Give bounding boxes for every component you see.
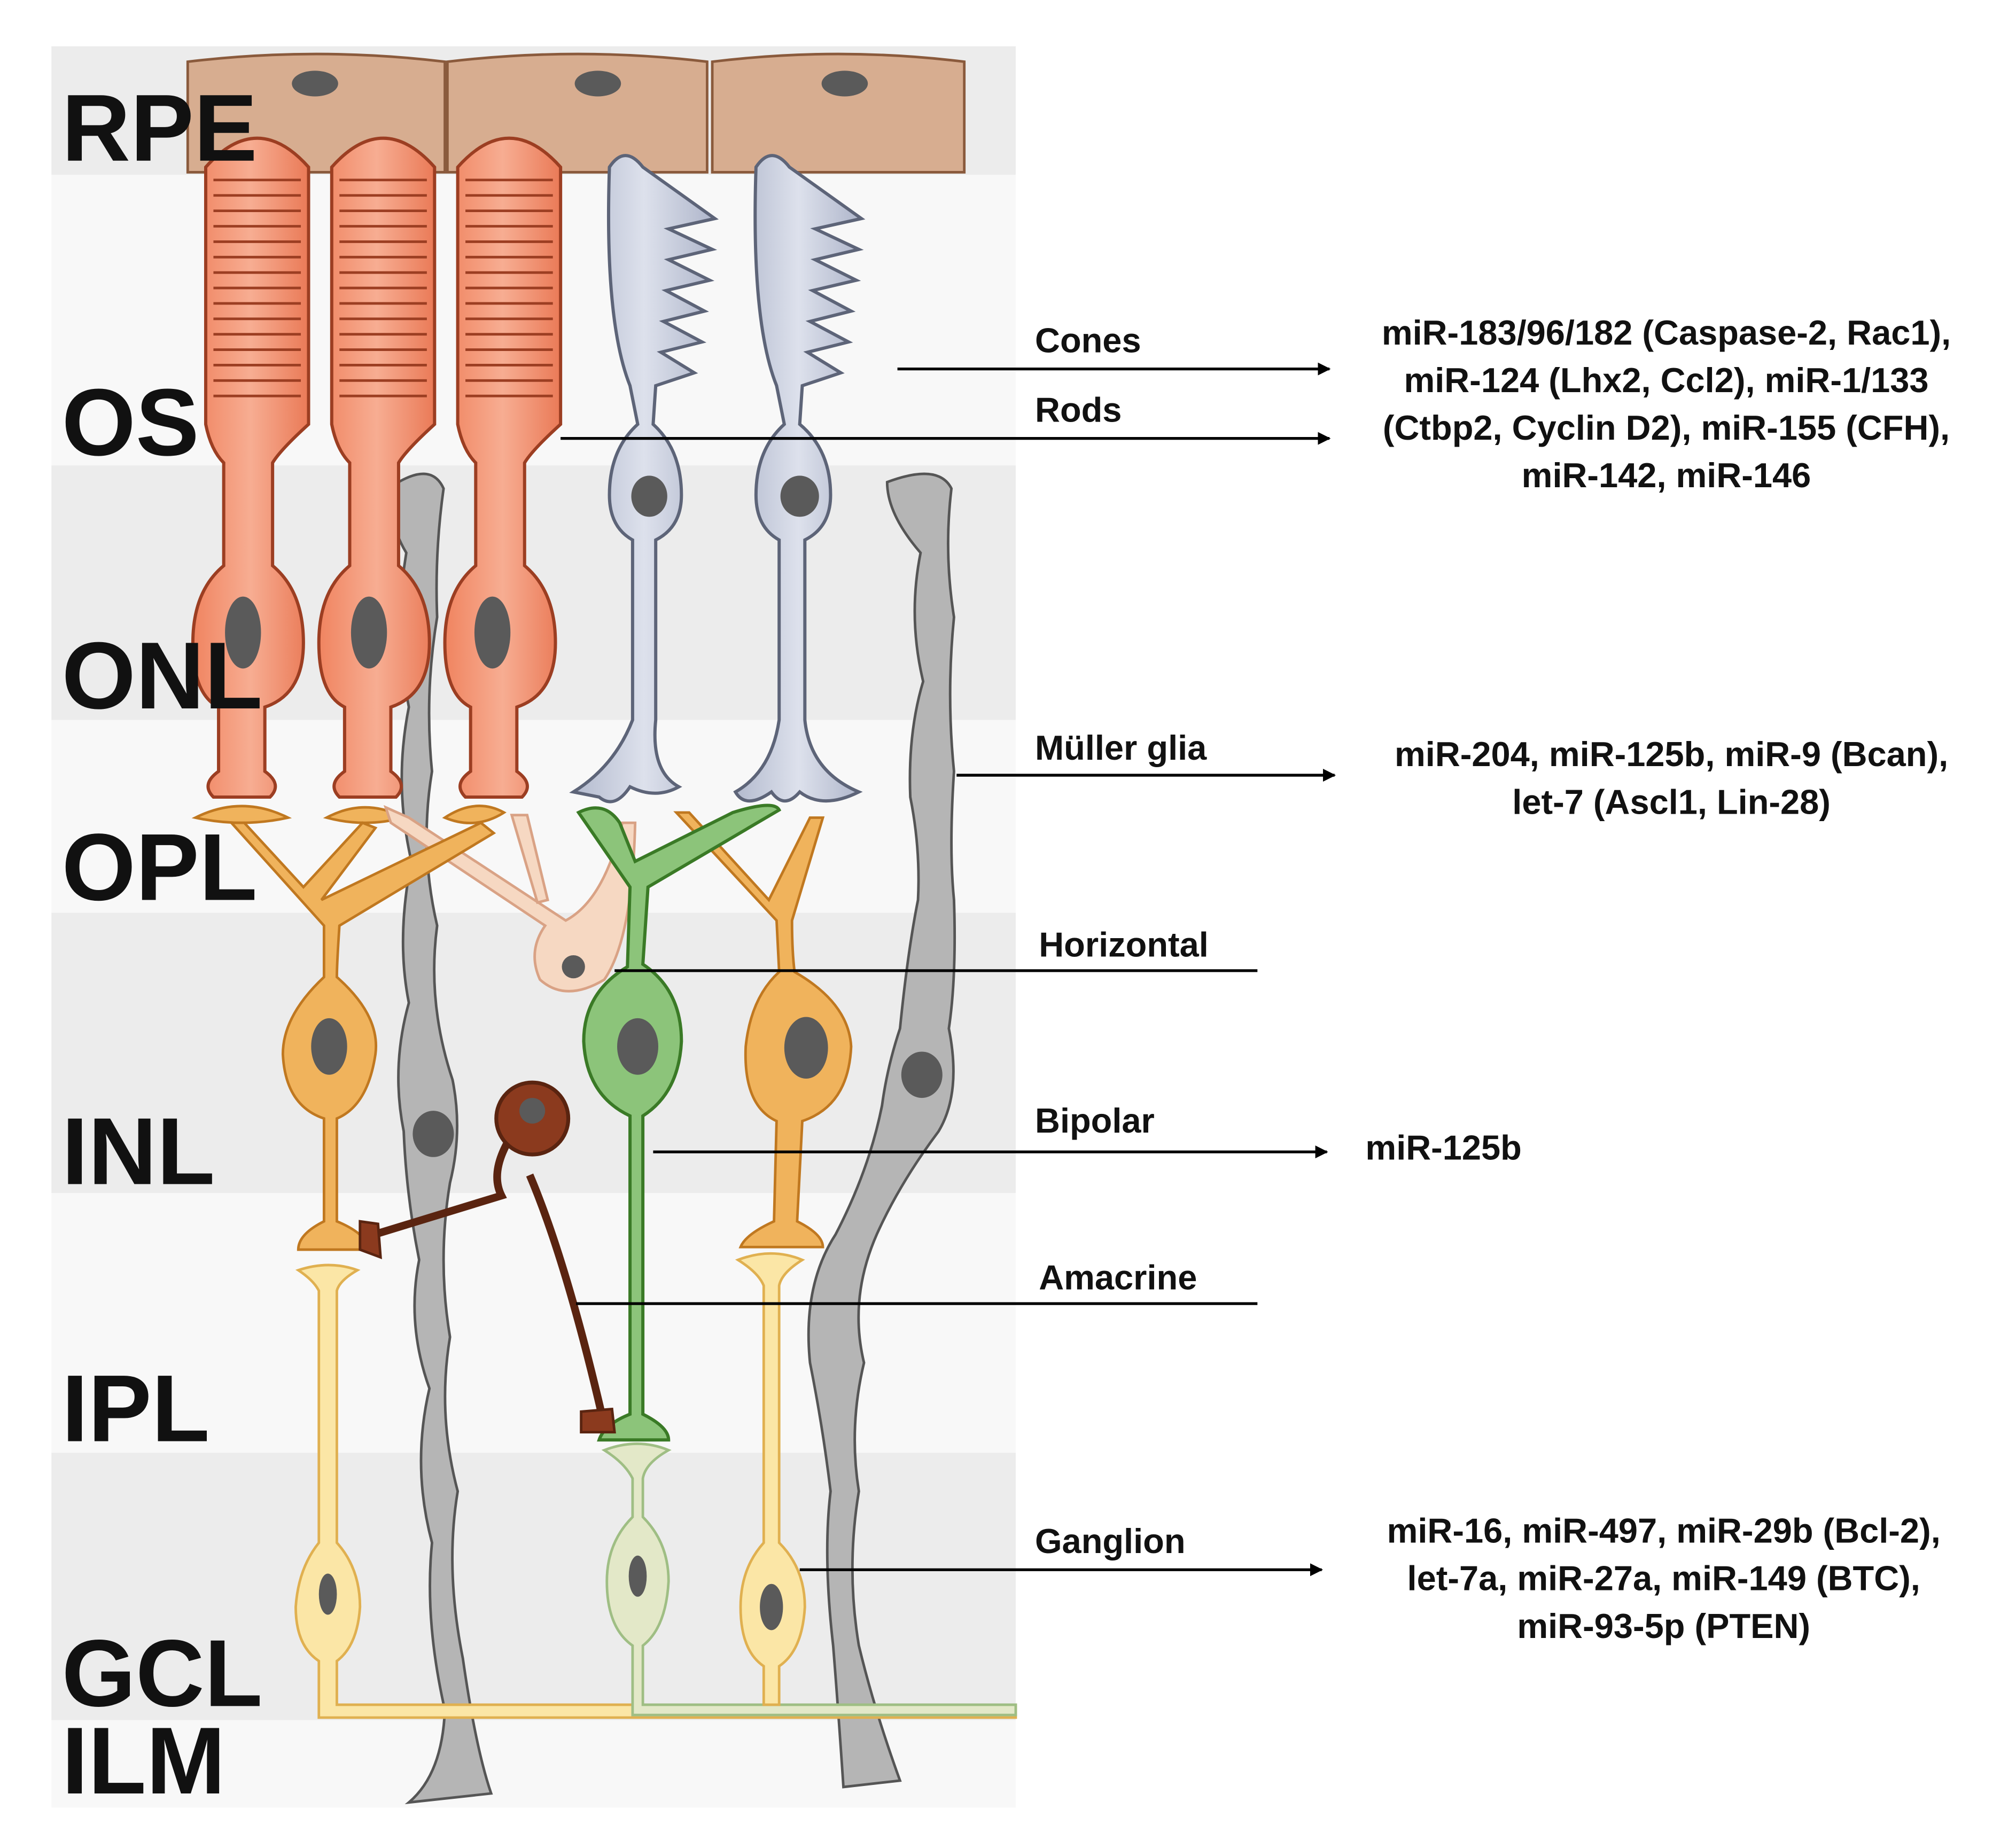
- layer-label-os: OS: [62, 369, 199, 475]
- mirna-photoreceptor-line: miR-142, miR-146: [1522, 456, 1811, 495]
- layer-label-inl: INL: [62, 1098, 215, 1204]
- label-ganglion: Ganglion: [1035, 1522, 1186, 1561]
- rod-cells: [191, 136, 563, 824]
- mirna-muller-line: miR-204, miR-125b, miR-9 (Bcan),: [1395, 735, 1948, 774]
- mirna-muller-line: let-7 (Ascl1, Lin-28): [1512, 782, 1831, 821]
- cone-cell-1: [569, 154, 719, 804]
- amacrine-cell: [359, 1080, 616, 1434]
- mirna-photoreceptor-line: (Ctbp2, Cyclin D2), miR-155 (CFH),: [1383, 408, 1950, 447]
- mirna-photoreceptor: miR-183/96/182 (Caspase-2, Rac1), miR-12…: [1382, 313, 1951, 495]
- label-bipolar: Bipolar: [1035, 1101, 1155, 1140]
- layer-label-ipl: IPL: [62, 1355, 210, 1462]
- layer-labels: RPE OS ONL OPL INL IPL GCL ILM: [62, 75, 263, 1814]
- mirna-ganglion: miR-16, miR-497, miR-29b (Bcl-2), let-7a…: [1387, 1511, 1941, 1645]
- mirna-ganglion-line: let-7a, miR-27a, miR-149 (BTC),: [1407, 1559, 1920, 1598]
- bipolar-cell-green: [576, 804, 782, 1442]
- label-amacrine: Amacrine: [1039, 1258, 1197, 1297]
- label-rods: Rods: [1035, 390, 1122, 429]
- mirna-photoreceptor-line: miR-183/96/182 (Caspase-2, Rac1),: [1382, 313, 1951, 352]
- rod-cell-2: [317, 136, 437, 799]
- label-cones: Cones: [1035, 321, 1141, 360]
- label-horizontal: Horizontal: [1039, 925, 1209, 964]
- layer-label-onl: ONL: [62, 622, 263, 729]
- ganglion-cell-left: [294, 1263, 1017, 1719]
- layer-label-ilm: ILM: [62, 1707, 226, 1814]
- rpe-cells: [186, 52, 966, 174]
- ganglion-cells: [294, 1252, 1017, 1719]
- rod-cell-3: [443, 136, 563, 799]
- mirna-bipolar: miR-125b: [1365, 1128, 1521, 1167]
- mirna-ganglion-line: miR-93-5p (PTEN): [1517, 1606, 1810, 1645]
- mirna-photoreceptor-line: miR-124 (Lhx2, Ccl2), miR-1/133: [1404, 361, 1928, 400]
- mirna-bipolar-line: miR-125b: [1365, 1128, 1521, 1167]
- label-muller: Müller glia: [1035, 728, 1207, 767]
- cell-type-labels: Cones Rods Müller glia Horizontal Bipola…: [1035, 321, 1209, 1561]
- pointer-lines: [561, 362, 1336, 1577]
- layer-label-opl: OPL: [62, 814, 258, 920]
- mirna-ganglion-line: miR-16, miR-497, miR-29b (Bcl-2),: [1387, 1511, 1941, 1550]
- rod-cell-1: [191, 136, 310, 799]
- layer-label-rpe: RPE: [62, 75, 258, 181]
- ganglion-cell-right: [735, 1252, 806, 1706]
- bipolar-cell-left: [228, 821, 496, 1251]
- ganglion-cell-middle: [601, 1442, 1017, 1717]
- mirna-muller: miR-204, miR-125b, miR-9 (Bcan), let-7 (…: [1395, 735, 1948, 821]
- layer-label-gcl: GCL: [62, 1620, 263, 1726]
